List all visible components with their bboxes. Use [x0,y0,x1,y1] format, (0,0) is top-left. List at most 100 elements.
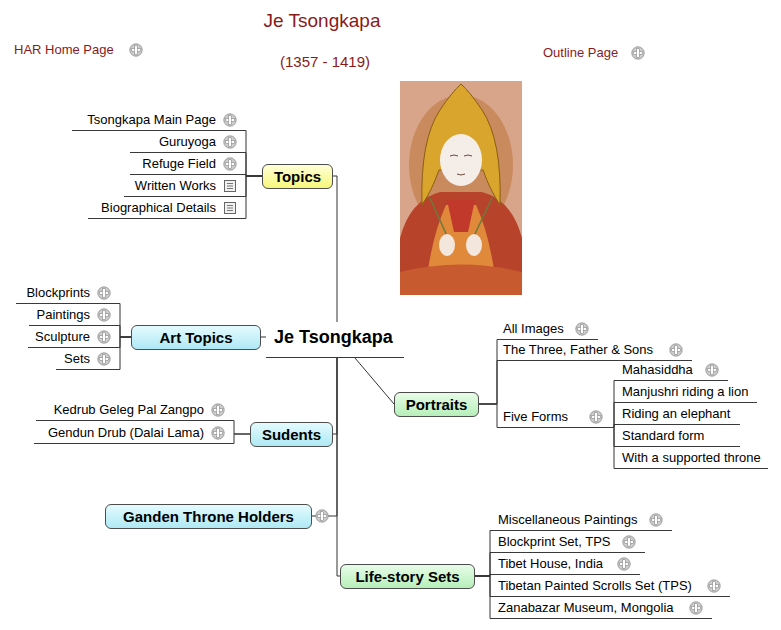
link-icon [632,47,644,59]
topic-text: Blockprints [22,285,90,301]
link-icon [690,602,702,614]
link-icon [224,114,236,126]
topic-text: Portraits [405,393,468,416]
leaf-topic: Blockprints [16,283,120,304]
branch-connector [475,576,492,619]
topic-text: All Images [503,321,568,337]
link-icon [316,510,328,522]
leaf-topic: Sets [56,349,120,370]
link-icon [618,558,630,570]
branch-connector [234,434,250,444]
branch-box: Art Topics [131,325,261,350]
topic-text: Kedrub Geleg Pal Zangpo [42,402,204,418]
topic-text: Topics [273,165,322,188]
lower-robe [400,265,522,296]
vest [447,200,475,232]
branch-connector [120,337,131,370]
topic-text: Tibetan Painted Scrolls Set (TPS) [498,578,700,594]
branch-connector [333,358,337,434]
leaf-topic: Biographical Details [88,198,246,219]
branch-connector [246,176,262,219]
link-icon [212,404,224,416]
topic-text: Je Tsongkapa [274,326,394,348]
leaf-topic: Tsongkapa Main Page [72,110,246,131]
topic-text: Sets [62,351,90,367]
topic-text: Art Topics [142,326,250,349]
home-link: HAR Home Page [14,42,114,57]
leaf-topic: Mahasiddha [616,360,728,381]
topic-text: Zanabazar Museum, Mongolia [498,600,682,616]
leaf-topic: Written Works [124,176,246,197]
topic-text: Ganden Throne Holders [116,505,301,528]
branch-connector [333,176,337,322]
link-icon [623,536,635,548]
branch-connector [246,176,262,197]
leaf-topic: Blockprint Set, TPS [492,532,645,553]
topic-text: Standard form [622,428,734,444]
topic-text: Written Works [130,178,216,194]
link-icon [224,158,236,170]
branch-connector [246,153,262,177]
document-icon [225,203,236,214]
branch-connector [337,358,340,576]
leaf-topic: Kedrub Geleg Pal Zangpo [36,400,234,421]
leaf-topic: Miscellaneous Paintings [492,510,672,531]
leaf-topic: Zanabazar Museum, Mongolia [492,598,712,619]
topic-text: Life-story Sets [351,565,464,588]
leaf-topic: Five Forms [497,407,612,428]
topic-text: Blockprint Set, TPS [498,534,615,550]
link-icon [590,411,602,423]
topic-text: Biographical Details [94,200,216,216]
tsongkapa-portrait [400,81,522,295]
leaf-topic: Riding an elephant [616,404,740,425]
branch-box: Life-story Sets [340,564,475,589]
branch-box: Topics [262,164,333,189]
topic-text: Guruyoga [136,134,216,150]
branch-connector [479,361,497,405]
branch-connector [475,576,492,597]
link-icon [670,344,682,356]
link-icon [224,136,236,148]
link-icon [212,427,224,439]
leaf-topic: Gendun Drub (Dalai Lama) [34,423,234,444]
branch-box: Sudents [250,422,333,447]
topic-text: Manjushri riding a lion [622,384,751,400]
left-hand [439,234,455,256]
leaf-topic: Paintings [29,305,120,326]
branch-connector [120,337,131,348]
topic-text: Sculpture [34,329,90,345]
face [440,134,482,186]
link-icon [708,580,720,592]
branch-connector [475,553,492,577]
branch-connector [120,304,131,338]
link-icon [98,309,110,321]
topic-text: Miscellaneous Paintings [498,512,642,528]
leaf-topic: Sculpture [28,327,120,348]
branch-connector [479,340,497,405]
robe [400,192,522,295]
link-icon [576,323,588,335]
leaf-topic: The Three, Father & Sons [497,340,692,361]
branch-connector [355,358,394,404]
link-icon [98,331,110,343]
link-icon [98,353,110,365]
topic-text: Tsongkapa Main Page [78,112,216,128]
central-topic: Je Tsongkapa [266,322,404,358]
leaf-topic: Manjushri riding a lion [616,382,757,403]
topic-text: Five Forms [503,409,582,425]
link-icon [130,44,142,56]
topic-text: Mahasiddha [622,362,698,378]
topic-text: Paintings [35,307,90,323]
link-icon [98,287,110,299]
topic-text: Gendun Drub (Dalai Lama) [40,425,204,441]
face-features [450,155,472,175]
outline-link: Outline Page [543,45,618,60]
leaf-topic: Tibetan Painted Scrolls Set (TPS) [492,576,730,597]
branch-connector [475,531,492,577]
branch-connector [246,131,262,177]
branch-box: Ganden Throne Holders [105,504,312,529]
